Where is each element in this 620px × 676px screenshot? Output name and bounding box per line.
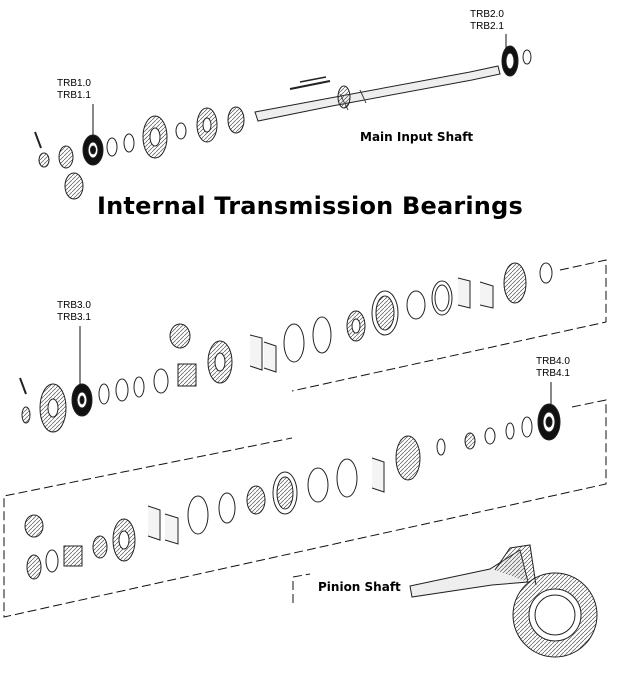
bearing-trb2 xyxy=(501,45,519,77)
label-trb1: TRB1.0 TRB1.1 xyxy=(57,78,91,102)
label-trb4-line2: TRB4.1 xyxy=(536,368,570,379)
bearing-trb4 xyxy=(537,403,561,441)
countershaft-assembly xyxy=(19,259,607,433)
caption-pinion-shaft: Pinion Shaft xyxy=(318,580,401,594)
pinion-shaft-assembly xyxy=(292,544,598,658)
label-trb1-line2: TRB1.1 xyxy=(57,90,91,101)
label-trb2-line1: TRB2.0 xyxy=(470,9,504,20)
caption-main-input-shaft: Main Input Shaft xyxy=(360,130,474,144)
shaft-key xyxy=(289,80,331,90)
label-trb4: TRB4.0 TRB4.1 xyxy=(536,356,570,380)
assembly-outline xyxy=(291,259,607,392)
label-trb2-line2: TRB2.1 xyxy=(470,21,504,32)
label-trb3-line2: TRB3.1 xyxy=(57,312,91,323)
label-trb3: TRB3.0 TRB3.1 xyxy=(57,300,91,324)
callout-leaders xyxy=(79,34,552,404)
input-shaft xyxy=(254,65,501,122)
assembly-outline xyxy=(3,399,607,618)
page-title: Internal Transmission Bearings xyxy=(97,192,523,220)
main-input-shaft-assembly xyxy=(34,45,532,200)
mainshaft-assembly xyxy=(3,399,607,618)
bearing-trb1 xyxy=(82,134,104,166)
gear-small xyxy=(337,85,351,109)
assembly-outline xyxy=(292,573,311,603)
label-trb1-line1: TRB1.0 xyxy=(57,78,91,89)
label-trb3-line1: TRB3.0 xyxy=(57,300,91,311)
gear-cluster xyxy=(503,262,527,304)
label-trb4-line1: TRB4.0 xyxy=(536,356,570,367)
gear-large xyxy=(395,435,421,481)
bearing-trb3 xyxy=(71,383,93,417)
label-trb2: TRB2.0 TRB2.1 xyxy=(470,9,504,33)
